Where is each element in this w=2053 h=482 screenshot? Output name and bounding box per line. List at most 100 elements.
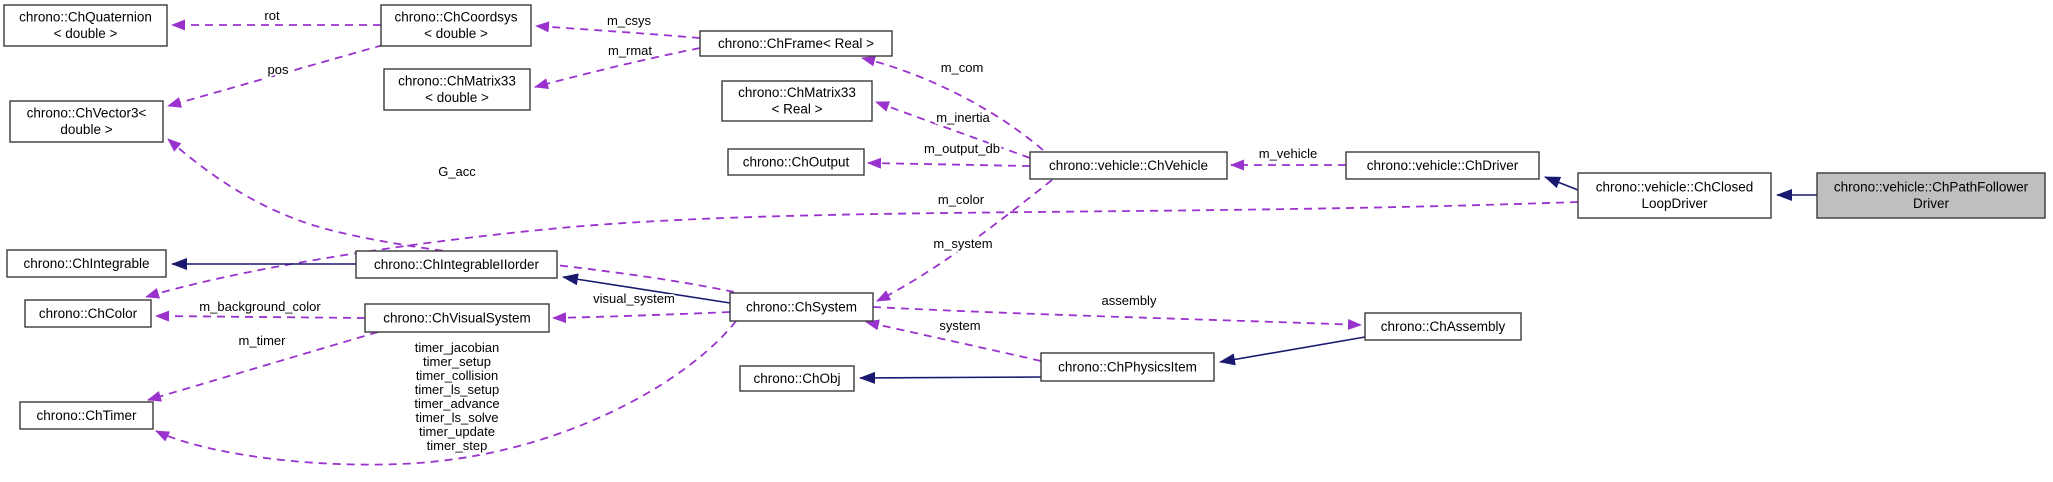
node-box-chpathfollowerdriver	[1816, 172, 2046, 219]
edge-label-m_color: m_color	[938, 192, 985, 207]
node-chquaternion[interactable]: chrono::ChQuaternion< double >	[3, 4, 168, 47]
edge-label-timers: timer_ls_setup	[415, 382, 500, 397]
edge-m_com	[861, 55, 1044, 151]
edge-label-m_csys: m_csys	[607, 13, 652, 28]
edge-pos	[167, 44, 384, 108]
node-chvehicle[interactable]: chrono::vehicle::ChVehicle	[1029, 151, 1228, 180]
edge-label-G_acc: G_acc	[438, 164, 476, 179]
node-box-chdriver[interactable]	[1345, 151, 1540, 180]
node-chcolor[interactable]: chrono::ChColor	[24, 299, 152, 328]
edge-m_output_db	[867, 157, 1031, 169]
node-box-chassembly[interactable]	[1364, 312, 1522, 341]
node-box-chphysicsitem[interactable]	[1040, 352, 1215, 382]
node-chvisualsystem[interactable]: chrono::ChVisualSystem	[364, 303, 550, 333]
node-chassembly[interactable]: chrono::ChAssembly	[1364, 312, 1522, 341]
node-label-chintegrable: chrono::ChIntegrable	[23, 256, 149, 271]
node-box-chmatrix33-real[interactable]	[721, 80, 873, 122]
node-label-chquaternion-line2: < double >	[54, 26, 118, 41]
edge-m_timer	[147, 331, 379, 402]
node-box-chobj[interactable]	[739, 365, 855, 392]
node-label-chmatrix33-real-line2: < Real >	[771, 102, 822, 117]
node-label-chcolor: chrono::ChColor	[39, 306, 138, 321]
node-label-chassembly: chrono::ChAssembly	[1381, 319, 1506, 334]
edge-label-m_rmat: m_rmat	[608, 43, 652, 58]
edge-inh-system-integrableiiorder	[562, 273, 731, 304]
nodes-layer: chrono::ChQuaternion< double >chrono::Ch…	[3, 4, 2046, 430]
edge-label-pos: pos	[268, 62, 289, 77]
node-chphysicsitem[interactable]: chrono::ChPhysicsItem	[1040, 352, 1215, 382]
node-box-chintegrableiiorder[interactable]	[355, 250, 558, 279]
edge-label-timers: timer_update	[419, 424, 495, 439]
node-choutput[interactable]: chrono::ChOutput	[727, 148, 865, 176]
edge-label-m_com: m_com	[941, 60, 984, 75]
edge-m_color	[145, 201, 1579, 299]
edge-m_system	[876, 179, 1053, 302]
edge-visual_system	[552, 311, 731, 324]
edge-inh-assembly-physicsitem	[1219, 336, 1366, 366]
node-label-chvehicle: chrono::vehicle::ChVehicle	[1049, 158, 1208, 173]
edge-label-m_background_color: m_background_color	[199, 299, 321, 314]
edge-label-m_vehicle: m_vehicle	[1259, 146, 1318, 161]
edge-label-rot: rot	[264, 8, 280, 23]
node-box-chcoordsys[interactable]	[380, 4, 532, 47]
node-chintegrable[interactable]: chrono::ChIntegrable	[6, 249, 167, 278]
node-label-chphysicsitem: chrono::ChPhysicsItem	[1058, 360, 1197, 375]
node-label-chsystem: chrono::ChSystem	[746, 300, 857, 315]
edge-label-assembly: assembly	[1102, 293, 1157, 308]
edge-m_background_color	[155, 310, 366, 322]
edge-inh-physicsitem-obj	[859, 371, 1042, 384]
node-box-chquaternion[interactable]	[3, 4, 168, 47]
node-chintegrableiiorder[interactable]: chrono::ChIntegrableIIorder	[355, 250, 558, 279]
node-label-chcoordsys-line2: < double >	[424, 26, 488, 41]
edge-label-timers: timer_setup	[423, 354, 491, 369]
node-chframe[interactable]: chrono::ChFrame< Real >	[699, 30, 893, 57]
node-box-chmatrix33-double[interactable]	[383, 68, 531, 111]
edge-label-m_inertia: m_inertia	[936, 110, 990, 125]
node-box-chvisualsystem[interactable]	[364, 303, 550, 333]
node-label-chquaternion-line1: chrono::ChQuaternion	[19, 10, 152, 25]
edge-assembly	[872, 306, 1362, 331]
node-label-chpathfollowerdriver-line2: Driver	[1913, 196, 1950, 211]
node-box-chframe[interactable]	[699, 30, 893, 57]
node-chmatrix33-real[interactable]: chrono::ChMatrix33< Real >	[721, 80, 873, 122]
edge-G_acc	[167, 138, 735, 293]
edge-m_csys	[535, 21, 701, 39]
node-label-chobj: chrono::ChObj	[753, 371, 840, 386]
edge-label-timers: timer_step	[427, 438, 488, 453]
edge-label-timers: timer_jacobian	[415, 340, 500, 355]
node-box-chvehicle[interactable]	[1029, 151, 1228, 180]
edge-m_rmat	[534, 47, 701, 89]
edge-labels-layer: rotposm_csysm_rmatm_comm_inertiam_output…	[197, 6, 1319, 455]
node-chtimer[interactable]: chrono::ChTimer	[19, 401, 154, 430]
node-label-chvector3-line1: chrono::ChVector3<	[27, 106, 147, 121]
node-label-chtimer: chrono::ChTimer	[36, 408, 137, 423]
node-box-chintegrable[interactable]	[6, 249, 167, 278]
edge-label-m_system: m_system	[933, 236, 992, 251]
node-chmatrix33-double[interactable]: chrono::ChMatrix33< double >	[383, 68, 531, 111]
edge-system	[865, 319, 1042, 362]
node-chcoordsys[interactable]: chrono::ChCoordsys< double >	[380, 4, 532, 47]
node-chobj[interactable]: chrono::ChObj	[739, 365, 855, 392]
node-chsystem[interactable]: chrono::ChSystem	[729, 292, 874, 322]
node-label-chcoordsys-line1: chrono::ChCoordsys	[394, 10, 517, 25]
node-box-choutput[interactable]	[727, 148, 865, 176]
node-label-chmatrix33-real-line1: chrono::ChMatrix33	[738, 85, 856, 100]
edge-label-timers: timer_ls_solve	[415, 410, 498, 425]
node-box-chclosedloopdriver[interactable]	[1577, 172, 1772, 219]
node-box-chsystem[interactable]	[729, 292, 874, 322]
node-chvector3[interactable]: chrono::ChVector3<double >	[9, 100, 164, 143]
node-box-chcolor[interactable]	[24, 299, 152, 328]
node-label-chvector3-line2: double >	[60, 122, 112, 137]
edge-m_inertia	[875, 101, 1031, 159]
edge-label-timers: timer_advance	[414, 396, 499, 411]
node-label-chintegrableiiorder: chrono::ChIntegrableIIorder	[374, 257, 540, 272]
node-box-chtimer[interactable]	[19, 401, 154, 430]
edges-layer	[145, 19, 1817, 466]
edge-label-system: system	[939, 318, 980, 333]
node-chdriver[interactable]: chrono::vehicle::ChDriver	[1345, 151, 1540, 180]
node-box-chvector3[interactable]	[9, 100, 164, 143]
